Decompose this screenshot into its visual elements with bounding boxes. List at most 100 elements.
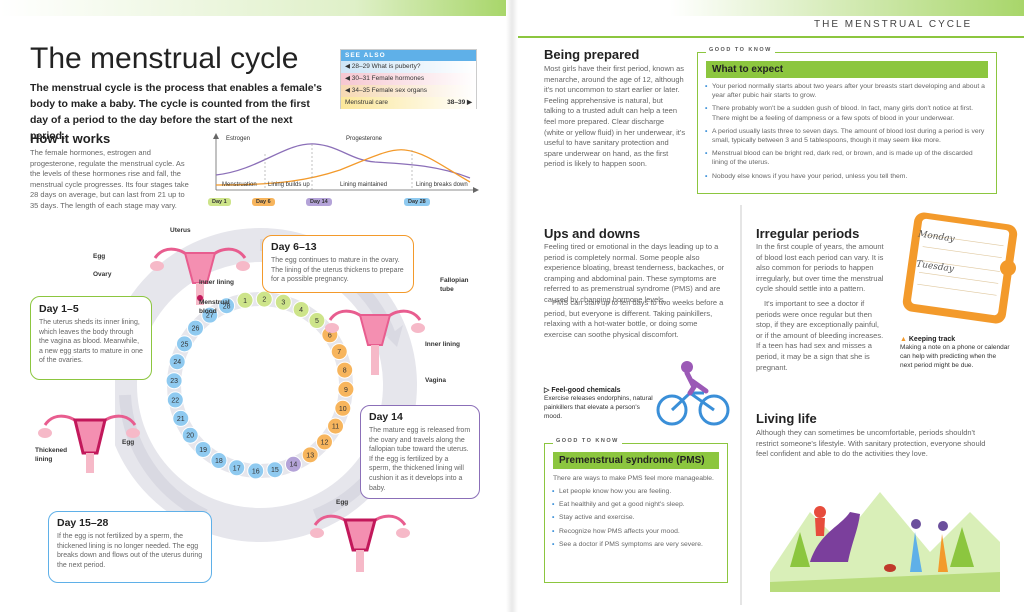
cycle-day-number: 11 bbox=[332, 424, 339, 431]
cycle-day-number: 4 bbox=[299, 307, 303, 314]
cycle-day-number: 28 bbox=[223, 303, 231, 310]
cycle-day-number: 21 bbox=[177, 416, 185, 423]
living-life-heading: Living life bbox=[756, 411, 817, 426]
cycle-day-circle bbox=[187, 319, 205, 337]
being-prepared-heading: Being prepared bbox=[544, 47, 640, 62]
cycle-day-circle bbox=[337, 380, 355, 398]
living-life-text: Although they can sometimes be uncomfort… bbox=[756, 428, 986, 459]
cycle-day-number: 17 bbox=[233, 465, 241, 472]
good-to-know-tag: GOOD TO KNOW bbox=[706, 47, 775, 53]
feel-good-caption: ▷ Feel-good chemicals Exercise releases … bbox=[544, 387, 653, 420]
list-item: See a doctor if PMS symptoms are very se… bbox=[552, 540, 719, 549]
book-spine bbox=[506, 0, 518, 612]
cycle-day-circle bbox=[292, 300, 310, 318]
cycle-day-circle bbox=[201, 306, 219, 324]
label-ovary: Ovary bbox=[93, 271, 112, 278]
cycle-day-circle bbox=[284, 455, 302, 473]
calendar-illustration bbox=[902, 212, 1018, 324]
uterus-illustration bbox=[150, 247, 250, 305]
cycle-day-number: 23 bbox=[170, 378, 178, 385]
cycle-day-number: 3 bbox=[281, 300, 285, 307]
estrogen-label: Estrogen bbox=[226, 136, 251, 142]
uterus-illustration bbox=[38, 414, 140, 473]
cycle-day-circle bbox=[218, 297, 236, 315]
cycle-day-number: 18 bbox=[215, 458, 223, 465]
cycle-day-circle bbox=[315, 433, 333, 451]
ups-and-downs-text: Feeling tired or emotional in the days l… bbox=[544, 242, 725, 304]
label-menstrual-blood: Menstrual blood bbox=[199, 299, 230, 315]
what-to-expect-title: What to expect bbox=[706, 61, 988, 78]
cycle-day-number: 10 bbox=[339, 406, 347, 413]
cycle-day-number: 14 bbox=[290, 462, 298, 469]
cycle-day-circle bbox=[172, 409, 190, 427]
irregular-periods-heading: Irregular periods bbox=[756, 226, 860, 241]
cycle-day-number: 22 bbox=[171, 397, 179, 404]
day-marker: Day 6 bbox=[252, 198, 275, 206]
uterus-illustration bbox=[310, 514, 410, 572]
uterus-illustration bbox=[325, 309, 425, 375]
stage-label: Lining maintained bbox=[340, 182, 388, 188]
see-also-link[interactable]: ◀ 28–29 What is puberty? bbox=[341, 61, 476, 73]
cycle-day-number: 25 bbox=[181, 341, 189, 348]
cycle-day-number: 9 bbox=[344, 387, 348, 394]
cycle-day-circle bbox=[330, 343, 348, 361]
pms-title: Premenstrual syndrome (PMS) bbox=[553, 452, 719, 469]
cycle-day-number: 2 bbox=[262, 297, 266, 304]
how-it-works-text: The female hormones, estrogen and proges… bbox=[30, 148, 189, 210]
label-egg: Egg bbox=[93, 253, 106, 260]
stage-label: Lining builds up bbox=[268, 182, 310, 188]
cycle-day-number: 24 bbox=[173, 359, 181, 366]
cycle-day-number: 19 bbox=[199, 447, 207, 454]
list-item: A period usually lasts three to seven da… bbox=[705, 127, 988, 145]
list-item: Menstrual blood can be bright red, dark … bbox=[705, 149, 988, 167]
top-band-left bbox=[0, 0, 506, 16]
see-also-link[interactable]: ◀ 34–35 Female sex organs bbox=[341, 85, 476, 97]
hormone-chart bbox=[213, 133, 479, 193]
how-it-works-heading: How it works bbox=[30, 131, 111, 146]
progesterone-label: Progesterone bbox=[346, 136, 383, 142]
label-egg-2: Egg bbox=[336, 499, 349, 506]
day-marker: Day 1 bbox=[208, 198, 231, 206]
see-also-header: SEE ALSO bbox=[341, 50, 476, 61]
what-to-expect-box: GOOD TO KNOW What to expect Your period … bbox=[697, 47, 997, 194]
cycle-day-number: 5 bbox=[315, 318, 319, 325]
keeping-track-caption: ▲ Keeping track Making a note on a phone… bbox=[900, 336, 1010, 369]
stage-label: Menstruation bbox=[222, 182, 257, 188]
cycle-day-circle bbox=[165, 372, 183, 390]
see-also-link[interactable]: ◀ 30–31 Female hormones bbox=[341, 73, 476, 85]
cycle-day-number: 26 bbox=[192, 326, 200, 333]
cycle-day-circle bbox=[266, 461, 284, 479]
cycle-day-circle bbox=[336, 361, 354, 379]
being-prepared-text: Most girls have their first period, know… bbox=[544, 64, 686, 169]
cycle-day-number: 13 bbox=[306, 452, 314, 459]
cycle-day-circle bbox=[194, 440, 212, 458]
cycle-day-number: 7 bbox=[337, 349, 341, 356]
header-rule bbox=[518, 36, 1024, 38]
intro-text: The menstrual cycle is the process that … bbox=[30, 82, 322, 142]
cycle-day-circle bbox=[236, 291, 254, 309]
label-vagina: Vagina bbox=[425, 377, 446, 384]
cycle-day-number: 12 bbox=[321, 439, 329, 446]
list-item: Your period normally starts about two ye… bbox=[705, 82, 988, 100]
cycle-day-circle bbox=[181, 426, 199, 444]
pms-intro: There are ways to make PMS feel more man… bbox=[553, 475, 714, 482]
cycle-day-circle bbox=[175, 335, 193, 353]
cycle-day-circle bbox=[247, 462, 265, 480]
cycle-day-number: 16 bbox=[252, 468, 260, 475]
cycle-day-circle bbox=[308, 312, 326, 330]
label-thickened-lining: Thickened lining bbox=[35, 447, 68, 463]
list-item: Nobody else knows if you have your perio… bbox=[705, 172, 988, 181]
label-inner-lining-2: Inner lining bbox=[425, 341, 461, 348]
estrogen-curve bbox=[215, 143, 471, 179]
cycle-day-circle bbox=[327, 417, 345, 435]
list-item: There probably won't be a sudden gush of… bbox=[705, 104, 988, 122]
day-marker: Day 14 bbox=[306, 198, 332, 206]
irregular-periods-text: In the first couple of years, the amount… bbox=[756, 242, 884, 294]
cycle-day-circle bbox=[274, 293, 292, 311]
cycle-day-circle bbox=[334, 399, 352, 417]
